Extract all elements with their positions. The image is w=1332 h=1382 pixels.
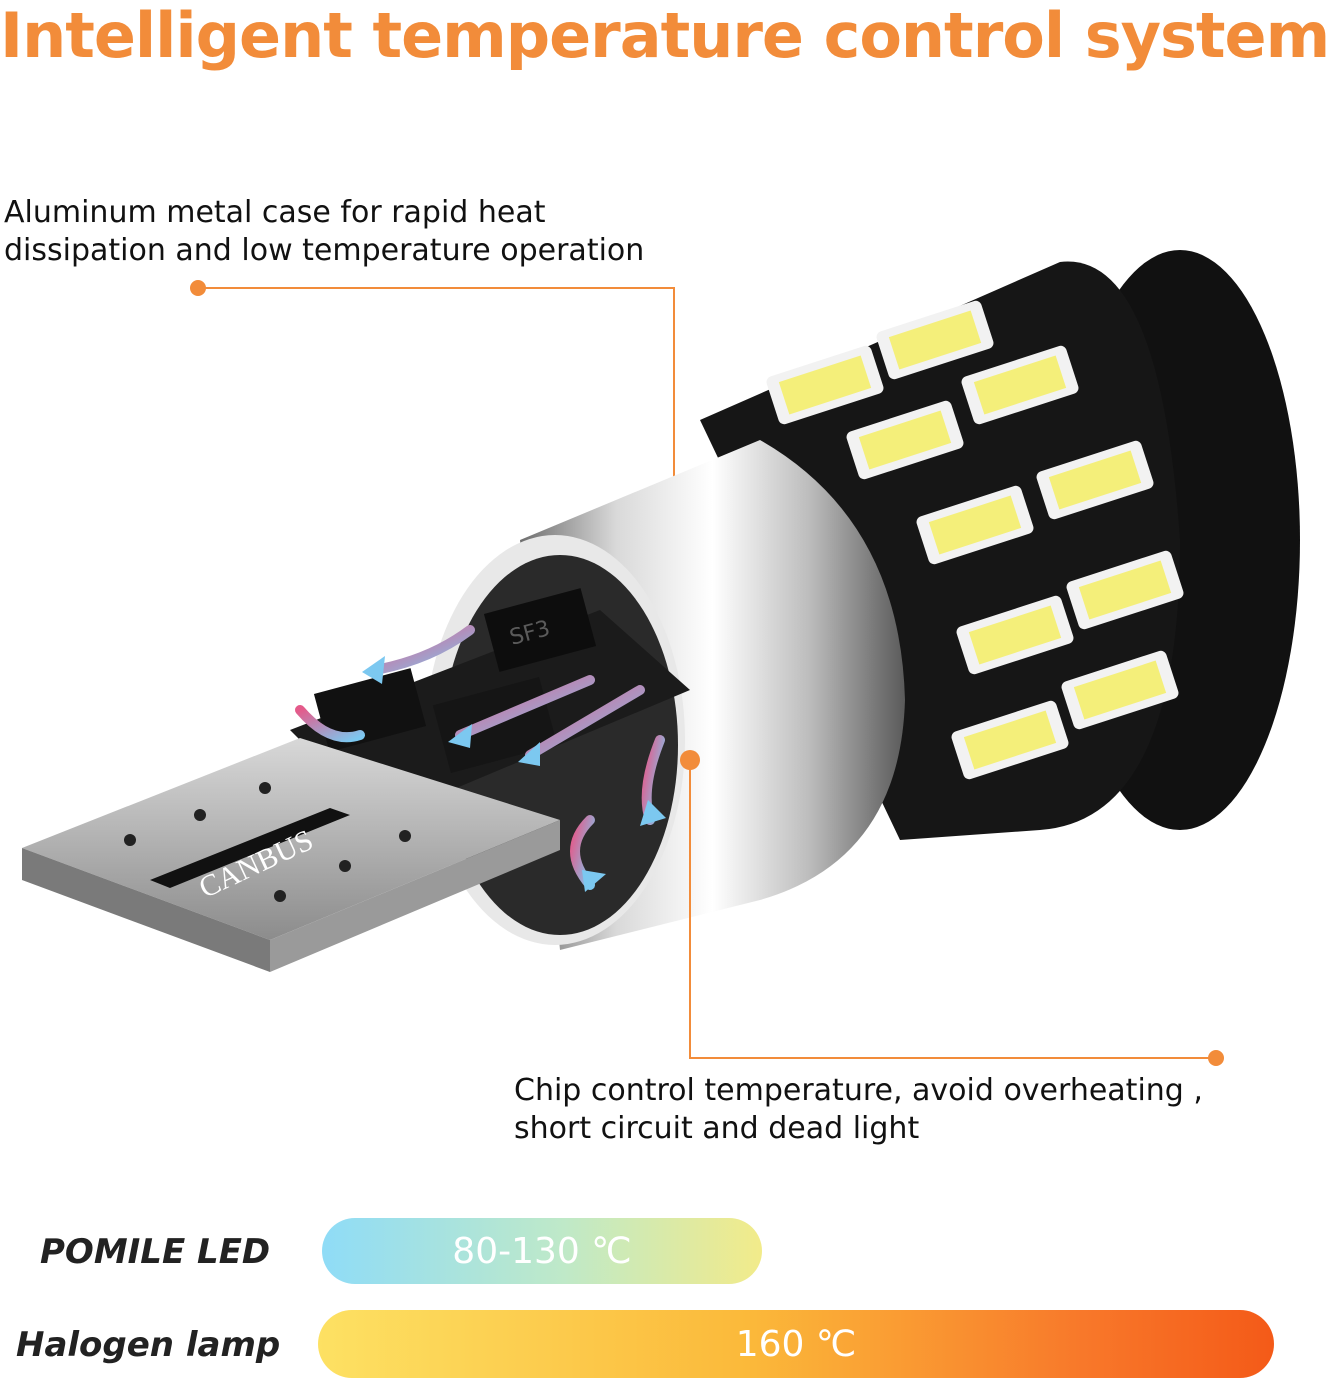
led-chip xyxy=(956,595,1074,675)
led-chip xyxy=(916,485,1034,565)
led-chip xyxy=(1066,550,1184,630)
led-chip xyxy=(1036,440,1154,520)
callout-chip-line2: short circuit and dead light xyxy=(514,1111,920,1146)
led-temperature-bar: 80-130 ℃ xyxy=(322,1218,762,1284)
led-chip xyxy=(766,345,884,425)
callout-chip-control: Chip control temperature, avoid overheat… xyxy=(514,1072,1203,1148)
led-chip xyxy=(961,345,1079,425)
led-chip xyxy=(846,400,964,480)
callout-case-line1: Aluminum metal case for rapid heat xyxy=(4,195,546,230)
led-chip xyxy=(876,300,994,380)
halogen-temperature-bar: 160 ℃ xyxy=(318,1310,1274,1378)
page-title: Intelligent temperature control system xyxy=(0,0,1330,72)
halogen-label: Halogen lamp xyxy=(16,1325,281,1365)
halogen-temperature-value: 160 ℃ xyxy=(735,1323,857,1365)
led-label: POMILE LED xyxy=(40,1232,271,1272)
callout-chip-line1: Chip control temperature, avoid overheat… xyxy=(514,1073,1203,1108)
wedge-base: CANBUS xyxy=(22,738,560,972)
airflow-arrowheads xyxy=(362,656,666,892)
callout-aluminum-case: Aluminum metal case for rapid heat dissi… xyxy=(4,194,644,270)
leader-line-chip xyxy=(680,750,1224,1066)
callout-case-line2: dissipation and low temperature operatio… xyxy=(4,233,645,268)
led-chips xyxy=(766,300,1184,780)
led-bulb-illustration: SF3 CANBUS xyxy=(22,250,1300,1066)
led-temperature-value: 80-130 ℃ xyxy=(452,1230,632,1272)
led-chip xyxy=(1061,650,1179,730)
leader-line-case xyxy=(190,280,684,504)
led-chip xyxy=(951,700,1069,780)
